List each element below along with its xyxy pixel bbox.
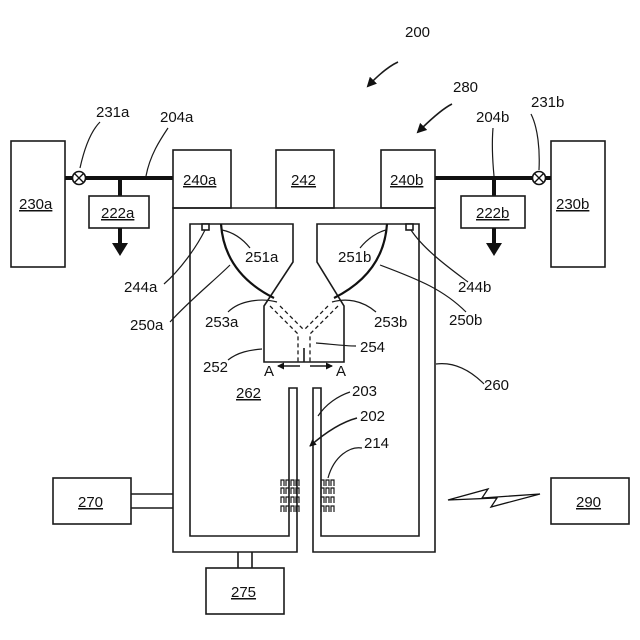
- label-251b: 251b: [338, 249, 371, 266]
- sensor-244a: [202, 224, 209, 230]
- leader-203: [318, 392, 350, 416]
- arrow-280: [418, 104, 452, 132]
- leader-260: [436, 364, 484, 384]
- label-222b: 222b: [476, 205, 509, 222]
- label-214: 214: [364, 435, 389, 452]
- leader-244a: [164, 230, 205, 284]
- label-250b: 250b: [449, 312, 482, 329]
- label-252: 252: [203, 359, 228, 376]
- channel-253a: [270, 306, 298, 362]
- label-231a: 231a: [96, 104, 130, 121]
- label-250a: 250a: [130, 317, 164, 334]
- leader-253b: [332, 300, 376, 312]
- leader-251a: [222, 230, 250, 248]
- wireless-bolt: [448, 489, 540, 507]
- label-260: 260: [484, 377, 509, 394]
- label-204a: 204a: [160, 109, 194, 126]
- sensor-244b: [406, 224, 413, 230]
- leader-252: [228, 349, 262, 360]
- channel-253a-inner: [280, 306, 304, 330]
- label-A-right: A: [336, 363, 346, 380]
- label-253a: 253a: [205, 314, 239, 331]
- label-200: 200: [405, 24, 430, 41]
- label-275: 275: [231, 584, 256, 601]
- arrow-200: [368, 62, 398, 86]
- label-251a: 251a: [245, 249, 279, 266]
- leader-254: [316, 343, 356, 346]
- label-253b: 253b: [374, 314, 407, 331]
- label-202: 202: [360, 408, 385, 425]
- label-A-left: A: [264, 363, 274, 380]
- chamber-outer-wall: [173, 208, 435, 552]
- label-230b: 230b: [556, 196, 589, 213]
- label-254: 254: [360, 339, 385, 356]
- label-240b: 240b: [390, 172, 423, 189]
- leader-253a: [228, 300, 277, 312]
- label-262: 262: [236, 385, 261, 402]
- channel-253b-inner: [304, 306, 328, 330]
- channel-253b: [310, 306, 338, 362]
- label-244a: 244a: [124, 279, 158, 296]
- label-280: 280: [453, 79, 478, 96]
- heater-right: [321, 480, 334, 512]
- leader-214: [328, 448, 362, 478]
- label-203: 203: [352, 383, 377, 400]
- label-204b: 204b: [476, 109, 509, 126]
- label-244b: 244b: [458, 279, 491, 296]
- label-270: 270: [78, 494, 103, 511]
- leader-202: [310, 418, 357, 446]
- arrowhead-222b: [486, 243, 502, 256]
- leader-231a: [80, 122, 100, 168]
- leader-204a: [146, 128, 168, 176]
- leader-204b: [492, 128, 494, 176]
- label-231b: 231b: [531, 94, 564, 111]
- label-290: 290: [576, 494, 601, 511]
- label-242: 242: [291, 172, 316, 189]
- arrowhead-222a: [112, 243, 128, 256]
- leader-231b: [531, 114, 539, 170]
- leader-250b: [380, 265, 466, 312]
- label-222a: 222a: [101, 205, 135, 222]
- label-230a: 230a: [19, 196, 53, 213]
- label-240a: 240a: [183, 172, 217, 189]
